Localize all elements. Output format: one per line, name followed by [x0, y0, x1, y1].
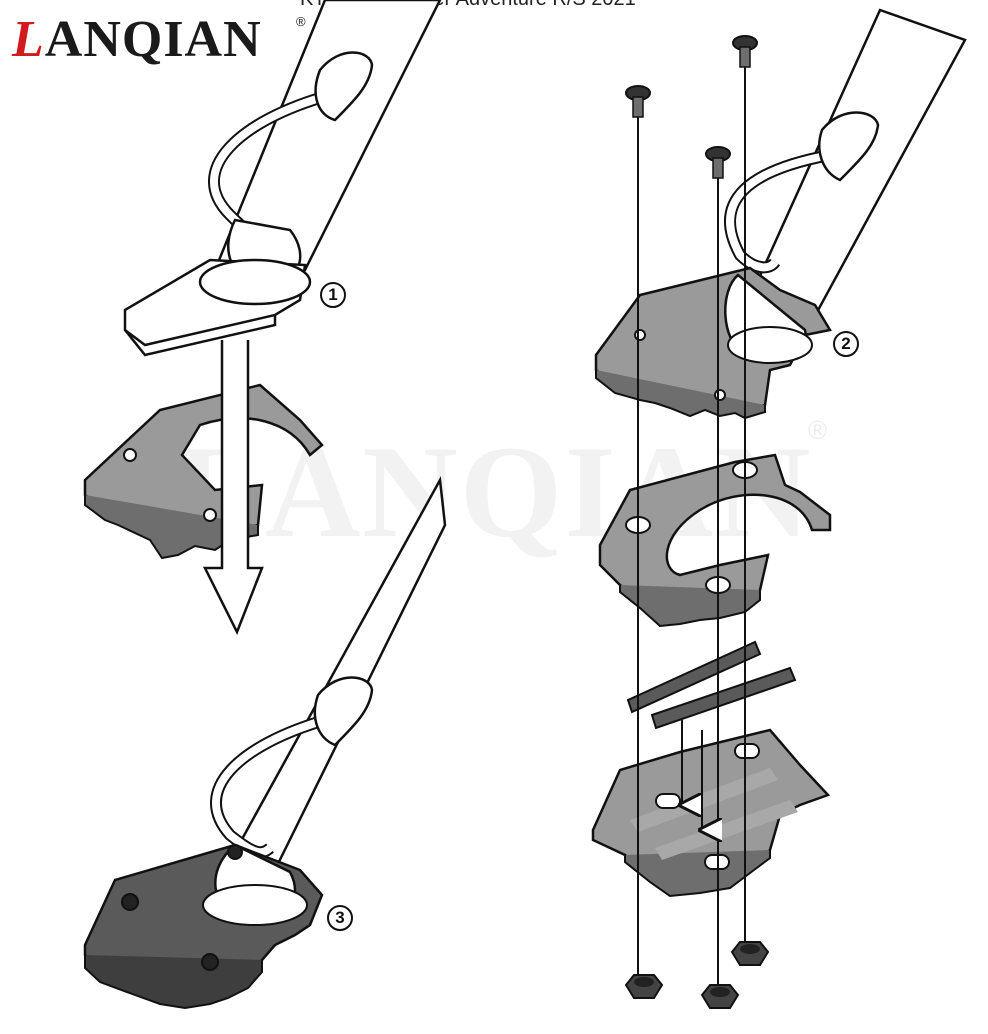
step-1-illustration: [83, 0, 442, 636]
rubber-pad: [650, 666, 797, 730]
background-watermark-registered: ®: [808, 415, 828, 445]
step-3-illustration: [83, 475, 447, 1010]
screw-head: [121, 893, 139, 911]
step-1-marker: 1: [320, 282, 346, 308]
step-2-illustration: [591, 8, 967, 1009]
nut: [624, 974, 664, 999]
brand-logo-first-letter: L: [12, 11, 45, 68]
screw-head: [201, 953, 219, 971]
brand-logo-text: ANQIAN: [44, 11, 262, 68]
nut: [700, 984, 740, 1009]
spring-hook: [313, 676, 374, 747]
step-3-marker: 3: [327, 905, 353, 931]
top-caption: KTM 1290 Super Adventure R/S 2021: [300, 0, 636, 11]
brand-logo: LANQIAN: [12, 14, 262, 66]
screw: [705, 146, 731, 179]
brand-registered-mark: ®: [296, 14, 306, 29]
spring-hook: [818, 111, 880, 182]
screw: [732, 35, 758, 68]
plate-hole: [123, 448, 137, 462]
step-2-marker: 2: [833, 331, 859, 357]
plate-hole: [203, 508, 217, 522]
spring-hook: [314, 51, 374, 122]
screw-head: [227, 844, 243, 860]
screw: [625, 85, 651, 118]
nut: [730, 941, 770, 966]
rubber-pad: [626, 640, 762, 714]
down-arrow: [202, 340, 264, 636]
